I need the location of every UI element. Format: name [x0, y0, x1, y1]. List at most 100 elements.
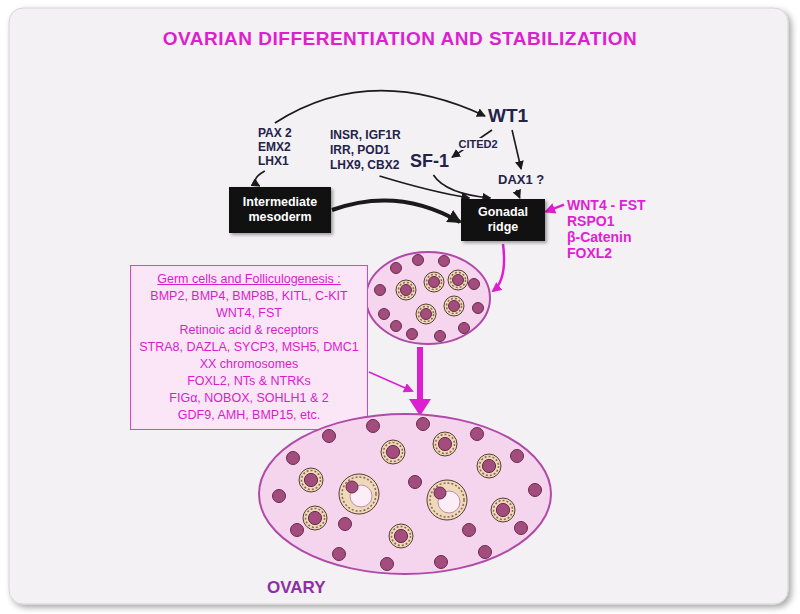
granulosa-ring — [384, 443, 403, 462]
germ-cell — [413, 255, 424, 266]
germ-cell — [435, 556, 448, 569]
germ-cell — [421, 309, 432, 320]
follicle-wall — [416, 304, 436, 324]
node-text: SF-1 — [410, 151, 449, 172]
ovary-outline — [259, 414, 551, 574]
gene-list: PAX 2EMX2LHX1 — [258, 126, 292, 168]
germ-cell — [273, 490, 286, 503]
tissue-box: Intermediate mesoderm — [229, 187, 331, 233]
gene-label: DAX1 ? — [498, 172, 544, 187]
node-text: DAX1 ? — [498, 172, 544, 187]
connector-arrow — [512, 130, 521, 169]
germ-cell — [375, 285, 386, 296]
gene-line: Retinoic acid & receptors — [180, 322, 319, 339]
gene-line: BMP2, BMP4, BMP8B, KITL, C-KIT — [150, 288, 347, 305]
granulosa-ring — [494, 501, 513, 520]
granulosa-ring — [342, 477, 376, 511]
connector-arrow — [275, 91, 485, 123]
gonad-outline — [366, 252, 490, 344]
follicle-wall — [448, 270, 468, 290]
germ-cell — [453, 275, 464, 286]
germ-cell — [511, 450, 524, 463]
node-text: EMX2 — [258, 140, 292, 154]
germ-cell — [386, 445, 399, 458]
germ-cell — [407, 329, 418, 340]
follicle-wall — [491, 498, 515, 522]
germ-cell — [438, 437, 451, 450]
granulosa-ring — [306, 509, 325, 528]
granulosa-ring — [419, 307, 434, 322]
gene-label: WT1 — [488, 105, 528, 127]
gene-line: FIGα, NOBOX, SOHLH1 & 2 — [169, 390, 328, 407]
diagram-title: OVARIAN DIFFERENTIATION AND STABILIZATIO… — [0, 28, 800, 50]
gene-line: FOXL2, NTs & NTRKs — [187, 373, 311, 390]
germ-cell — [381, 558, 394, 571]
follicle-wall — [477, 454, 501, 478]
germ-cell — [333, 548, 346, 561]
granulosa-ring — [451, 273, 466, 288]
germ-cell — [379, 309, 390, 320]
connector-arrow — [433, 175, 490, 198]
node-text: Intermediate mesoderm — [235, 195, 325, 225]
follicle-wall — [303, 506, 327, 530]
node-text: LHX9, CBX2 — [330, 158, 401, 173]
germ-cell — [434, 487, 446, 499]
developing-gonad — [366, 252, 490, 344]
granulosa-ring — [399, 283, 414, 298]
node-text: β-Catenin — [567, 229, 646, 245]
connector-arrow — [379, 176, 469, 198]
germ-cell — [429, 277, 440, 288]
germ-cell — [469, 279, 480, 290]
follicle-wall — [427, 480, 467, 520]
follicle-wall — [396, 280, 416, 300]
germ-cell — [304, 473, 317, 486]
germ-cell — [435, 331, 446, 342]
follicle-wall — [299, 468, 323, 492]
granulosa-ring — [430, 483, 464, 517]
gene-list: WNT4 - FSTRSPO1β-CateninFOXL2 — [567, 197, 646, 261]
germ-cell — [463, 524, 476, 537]
germ-cell — [471, 428, 484, 441]
connector-arrow — [332, 200, 460, 222]
gene-panel: Germ cells and Folliculogenesis :BMP2, B… — [130, 265, 368, 430]
gene-line: GDF9, AMH, BMP15, etc. — [178, 407, 320, 424]
node-text: WNT4 - FST — [567, 197, 646, 213]
connector-arrow — [255, 171, 264, 186]
germ-cell — [496, 503, 509, 516]
germ-cell — [417, 418, 430, 431]
node-text: RSPO1 — [567, 213, 646, 229]
granulosa-ring — [302, 471, 321, 490]
maturation-arrow — [417, 347, 423, 401]
follicle-wall — [424, 272, 444, 292]
germ-cell — [439, 256, 450, 267]
panel-heading: Germ cells and Folliculogenesis : — [157, 271, 340, 288]
node-text: INSR, IGF1R — [330, 128, 401, 143]
follicle-wall — [444, 296, 464, 316]
node-text: IRR, POD1 — [330, 143, 401, 158]
connector-arrow — [516, 190, 519, 198]
germ-cell — [291, 524, 304, 537]
germ-cell — [473, 303, 484, 314]
germ-cell — [391, 263, 402, 274]
gene-line: STRA8, DAZLA, SYCP3, MSH5, DMC1 — [139, 339, 359, 356]
follicle-wall — [381, 440, 405, 464]
germ-cell — [323, 430, 336, 443]
germ-cell — [479, 546, 492, 559]
germ-cell — [346, 481, 358, 493]
gene-line: XX chromosomes — [200, 356, 299, 373]
development-arrow — [493, 244, 504, 291]
granulosa-ring — [427, 275, 442, 290]
germ-cell — [449, 301, 460, 312]
tissue-box: Gonadal ridge — [461, 199, 545, 241]
follicle-wall — [433, 432, 457, 456]
node-text: WT1 — [488, 105, 528, 127]
ovary-illustration — [255, 408, 555, 604]
edge-label: CITED2 — [456, 138, 499, 150]
granulosa-ring — [480, 457, 499, 476]
germ-cell — [459, 323, 470, 334]
germ-cell — [529, 484, 542, 497]
node-text: FOXL2 — [567, 245, 646, 261]
germ-cell — [308, 511, 321, 524]
